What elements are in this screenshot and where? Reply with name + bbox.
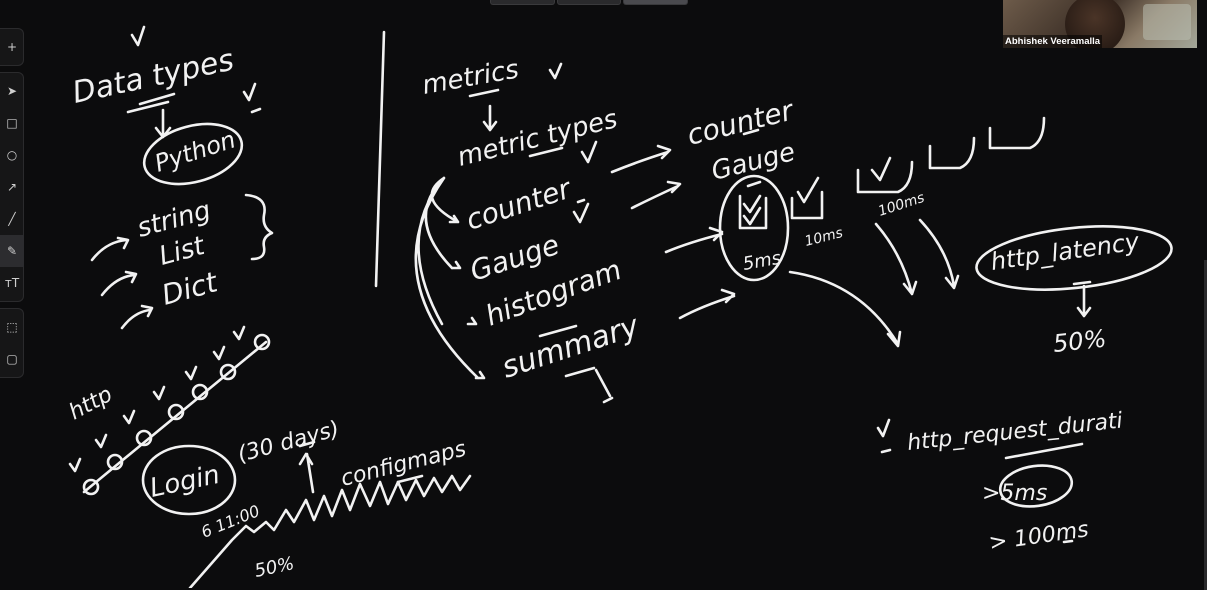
arrow-icon [298, 452, 315, 494]
video-background [1143, 4, 1191, 40]
arrow-icon [100, 270, 138, 297]
threshold-5ms: >5ms [982, 481, 1047, 506]
presenter-video-tile[interactable]: Abhishek Veeramalla [1003, 0, 1197, 48]
metric-types-label: metric types [454, 104, 620, 173]
scrollbar[interactable] [1204, 260, 1207, 590]
curly-brace [244, 193, 274, 261]
rectangle-icon[interactable]: □ [6, 116, 18, 130]
metric-type-counter: counter [462, 172, 576, 237]
arrow-icon[interactable]: ↗ [6, 180, 18, 194]
top-tab-strip [490, 0, 689, 5]
http-latency-label: http_latency [989, 227, 1142, 276]
ellipse-icon[interactable]: ○ [6, 148, 18, 162]
line-icon[interactable]: ╱ [8, 212, 16, 226]
underline [1062, 539, 1074, 544]
top-tab[interactable] [556, 0, 622, 5]
threshold-circle [998, 464, 1074, 508]
check-mark-icon [548, 62, 563, 80]
timeline-nodes [68, 325, 271, 496]
configmaps-label: configmaps [338, 437, 468, 492]
time-label: 6 11:00 [198, 501, 262, 542]
metrics-title: metrics [420, 54, 521, 100]
threshold-100ms: > 100ms [987, 517, 1090, 556]
bucket-10ms: 10ms [803, 225, 844, 250]
toolbar-group-add: + [0, 28, 24, 66]
gauge-label: Gauge [708, 137, 798, 187]
http-label: http [65, 382, 117, 425]
arrow-icon [1072, 280, 1092, 318]
check-mark-icon [242, 82, 262, 114]
divider-line [374, 30, 386, 288]
login-label: Login [147, 460, 222, 504]
top-tab[interactable] [490, 0, 555, 5]
arrow-icon [120, 304, 154, 330]
check-mark-icon [876, 418, 892, 454]
histogram-bucket-circle [718, 174, 790, 282]
retention-label: (30 days) [235, 417, 342, 468]
bucket-box [928, 116, 1046, 170]
bucket-box [790, 176, 824, 220]
pen-icon[interactable]: ✎ [0, 235, 24, 267]
underline [1004, 442, 1084, 460]
top-tab[interactable] [623, 0, 689, 5]
underline [742, 128, 762, 188]
bucket-box [856, 156, 914, 194]
underline [298, 440, 316, 448]
time-prefix: 6 [198, 520, 215, 541]
check-mark-icon [130, 25, 146, 47]
underline [468, 88, 500, 98]
arrow-icon [90, 236, 130, 262]
data-type-dict: Dict [158, 265, 221, 312]
spike-graph [188, 474, 472, 588]
data-type-string: string [134, 195, 214, 243]
arrow-icon [664, 226, 724, 254]
arrow-icon [594, 368, 614, 404]
select-pointer-icon[interactable]: ➤ [6, 84, 18, 98]
arrow-icon [918, 218, 960, 290]
latency-percent-label: 50% [1052, 325, 1108, 358]
underline [528, 146, 564, 158]
plus-icon[interactable]: + [6, 40, 18, 54]
arrow-icon [630, 180, 682, 210]
frame-icon[interactable]: ⬚ [6, 320, 18, 334]
http-latency-circle [975, 225, 1173, 291]
presenter-name: Abhishek Veeramalla [1003, 35, 1103, 48]
bucket-box [738, 194, 768, 230]
arrow-icon [788, 270, 902, 348]
arrow-icon [678, 288, 736, 320]
arrow-icon [610, 144, 672, 174]
check-mark-icon [572, 140, 598, 224]
arrow-icon [482, 104, 498, 132]
toolbar-group-misc: ⬚ ▢ [0, 308, 24, 378]
underline [396, 474, 424, 484]
drawing-toolbar: + ➤ □ ○ ↗ ╱ ✎ ᴛT ⬚ ▢ [0, 28, 24, 384]
underline [126, 92, 176, 114]
python-circle [142, 122, 244, 186]
timeline-line [82, 340, 268, 494]
text-icon[interactable]: ᴛT [4, 276, 20, 290]
toolbar-group-draw: ➤ □ ○ ↗ ╱ ✎ ᴛT [0, 72, 24, 302]
comment-icon[interactable]: ▢ [6, 352, 18, 366]
percent-label: 50% [253, 553, 297, 582]
underline [538, 324, 596, 378]
http-request-metric-label: http_request_durati [906, 408, 1124, 455]
bucket-100ms: 100ms [876, 190, 926, 220]
bucket-5ms: 5ms [741, 248, 782, 275]
arrow-icon [874, 222, 918, 296]
login-circle [141, 444, 237, 516]
branch-arrows [414, 176, 486, 380]
